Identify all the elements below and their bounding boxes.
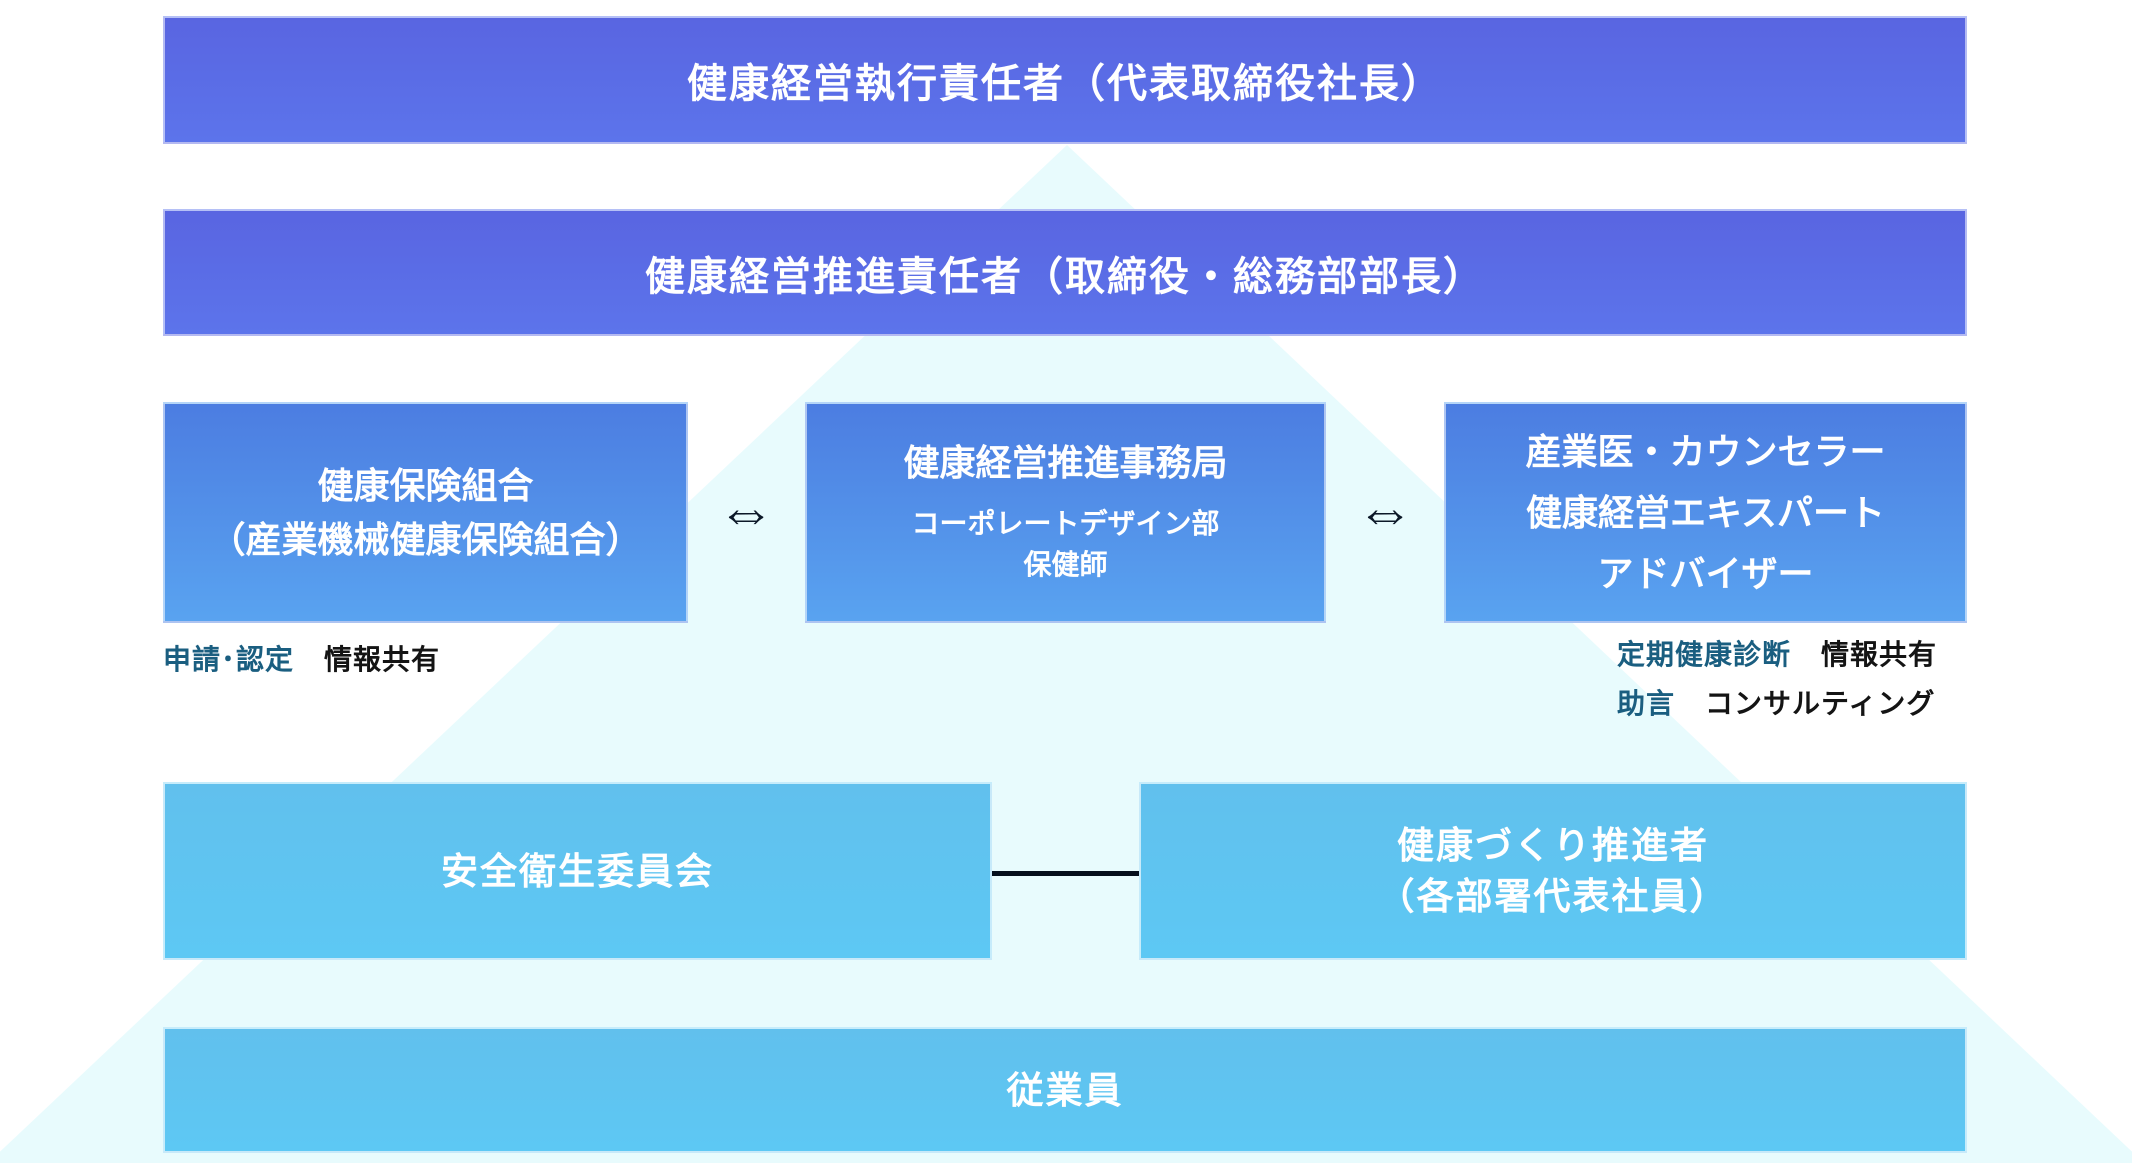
health-insurance-union-line2: （産業機械健康保険組合） [209, 518, 642, 560]
executive-officer-label: 健康経営執行責任者（代表取締役社長） [687, 62, 1443, 106]
promotion-manager-bar: 健康経営推進責任者（取締役・総務部部長） [163, 209, 1967, 336]
checkup-info-caption: 定期健康診断 情報共有 [1617, 633, 1937, 673]
caption-rest: コンサルティング [1705, 688, 1936, 719]
promotion-office-box: 健康経営推進事務局 コーポレートデザイン部 保健師 [805, 402, 1326, 623]
health-promoter-line1: 健康づくり推進者 [1397, 825, 1709, 866]
employees-bar: 従業員 [163, 1027, 1967, 1153]
caption-rest: 情報共有 [1821, 639, 1938, 670]
industrial-physician-line1: 産業医・カウンセラー [1525, 431, 1886, 472]
caption-highlight: 助言 [1617, 688, 1676, 719]
safety-committee-label: 安全衛生委員会 [441, 850, 714, 892]
promotion-office-line2: コーポレートデザイン部 [911, 507, 1220, 539]
health-promoter-line2: （各部署代表社員） [1377, 876, 1729, 917]
advice-consulting-caption: 助言 コンサルティング [1617, 682, 1935, 722]
health-promoter-box: 健康づくり推進者 （各部署代表社員） [1139, 782, 1967, 960]
promotion-office-line1: 健康経営推進事務局 [903, 441, 1228, 483]
promotion-manager-label: 健康経営推進責任者（取締役・総務部部長） [645, 254, 1485, 299]
executive-officer-bar: 健康経営執行責任者（代表取締役社長） [163, 16, 1967, 144]
industrial-physician-line3: アドバイザー [1597, 553, 1814, 594]
employees-label: 従業員 [1006, 1069, 1124, 1111]
health-insurance-union-line1: 健康保険組合 [317, 464, 534, 506]
double-arrow-glyph: ⇔ [717, 479, 775, 545]
safety-committee-box: 安全衛生委員会 [163, 782, 992, 960]
application-certification-caption: 申請･認定 情報共有 [163, 638, 440, 678]
connector-line [992, 871, 1140, 876]
caption-highlight: 定期健康診断 [1617, 639, 1792, 670]
promotion-office-line3: 保健師 [1023, 548, 1108, 580]
double-arrow-icon: ⇔ [686, 462, 806, 562]
health-insurance-union-box: 健康保険組合 （産業機械健康保険組合） [163, 402, 688, 623]
industrial-physician-line2: 健康経営エキスパート [1526, 492, 1885, 533]
double-arrow-icon: ⇔ [1325, 462, 1445, 562]
industrial-physician-box: 産業医・カウンセラー 健康経営エキスパート アドバイザー [1444, 402, 1967, 623]
double-arrow-glyph: ⇔ [1356, 479, 1414, 545]
caption-rest: 情報共有 [324, 644, 441, 675]
caption-highlight: 申請･認定 [163, 644, 295, 675]
